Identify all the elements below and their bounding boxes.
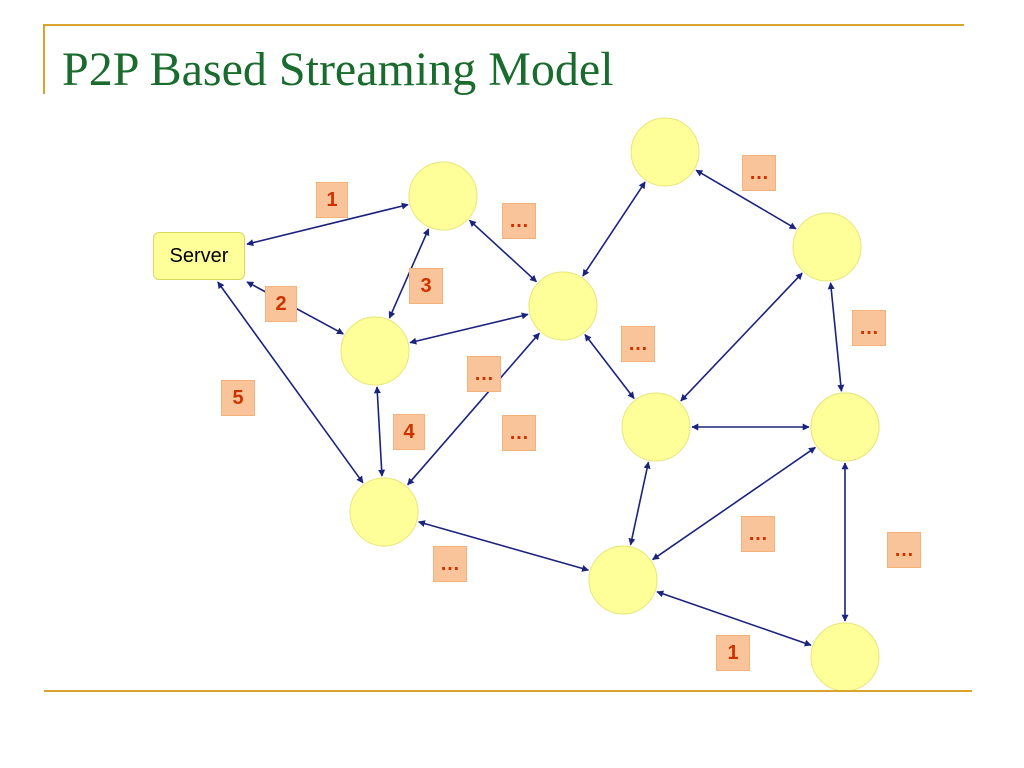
chunk-tag: 1	[716, 635, 750, 671]
chunk-tag: 1	[316, 182, 348, 218]
peer-node-n11	[810, 622, 880, 692]
chunk-tag: …	[433, 546, 467, 582]
server-node: Server	[153, 232, 245, 280]
chunk-tag: 5	[221, 380, 255, 416]
chunk-tag: …	[742, 155, 776, 191]
edge-n2-n3	[373, 386, 386, 477]
peer-node-n6	[792, 212, 862, 282]
peer-node-n1	[408, 161, 478, 231]
title-rule-left	[43, 24, 45, 94]
chunk-tag: …	[502, 203, 536, 239]
edge-n6-n8	[827, 282, 845, 392]
chunk-tag: 4	[393, 414, 425, 450]
edge-n7-n9	[628, 461, 651, 546]
chunk-tag: 2	[265, 286, 297, 322]
peer-node-n4	[528, 271, 598, 341]
peer-node-n7	[621, 392, 691, 462]
footer-rule	[44, 690, 972, 692]
chunk-tag: …	[852, 310, 886, 346]
edge-n4-n5	[582, 181, 646, 277]
nodes-layer	[340, 117, 880, 692]
edge-n1-n4	[468, 219, 538, 283]
chunk-tag: …	[467, 356, 501, 392]
edge-n4-n7	[584, 333, 635, 400]
peer-node-n10	[810, 392, 880, 462]
edge-server-n1	[246, 202, 409, 247]
peer-node-n3	[349, 477, 419, 547]
edge-n2-n4	[409, 312, 529, 345]
peer-node-n5	[630, 117, 700, 187]
chunk-tag: 3	[409, 268, 443, 304]
edge-n5-n6	[695, 169, 797, 230]
edge-n8-n9	[652, 446, 816, 561]
peer-node-n9	[588, 545, 658, 615]
edge-n3-n9	[417, 520, 590, 572]
chunk-tag: …	[502, 415, 536, 451]
chunk-tag: …	[621, 326, 655, 362]
edge-n6-n7	[680, 272, 803, 402]
chunk-tag: …	[887, 532, 921, 568]
edges-layer	[217, 169, 845, 647]
chunk-tag: …	[741, 516, 775, 552]
peer-node-n2	[340, 316, 410, 386]
slide-title: P2P Based Streaming Model	[62, 43, 614, 96]
edge-n3-n4	[407, 332, 540, 486]
edge-server-n3	[217, 281, 364, 484]
edge-n9-n11	[656, 590, 812, 647]
title-rule-top	[44, 24, 964, 26]
